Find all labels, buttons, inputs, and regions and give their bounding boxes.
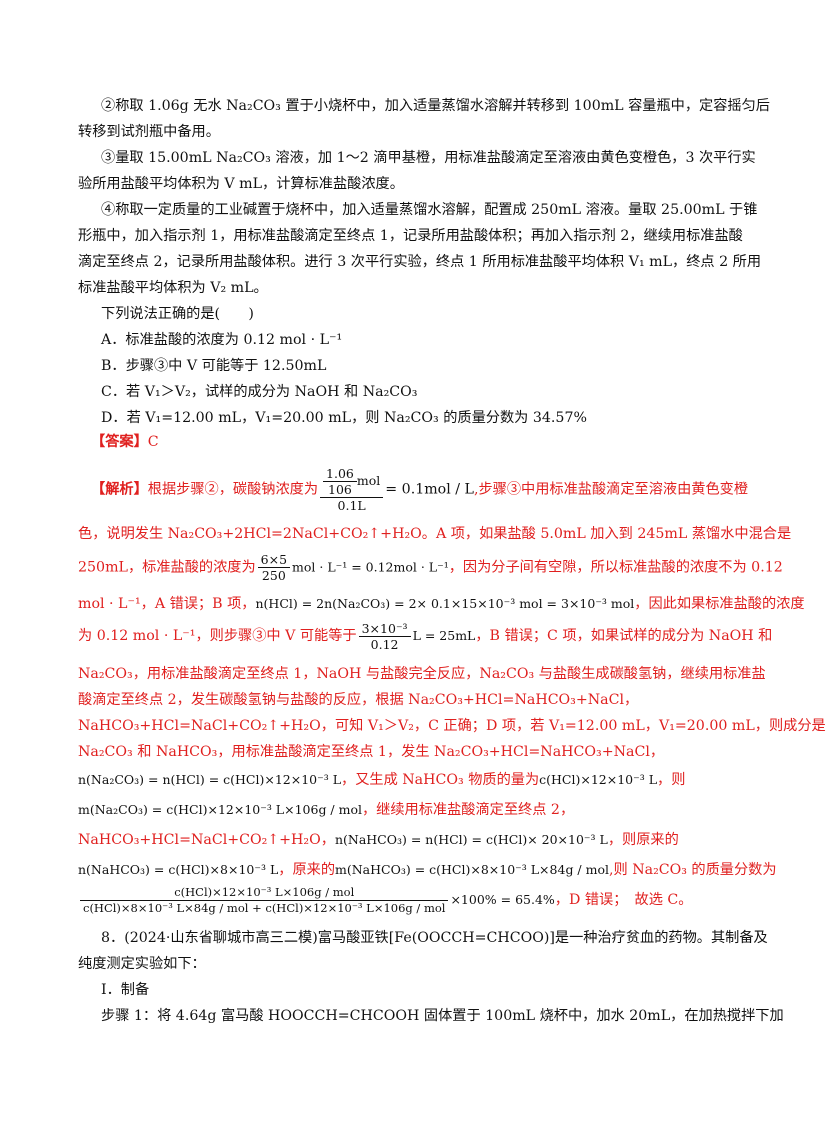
analysis-line10: n(Na₂CO₃) = n(HCl) = c(HCl)×12×10⁻³ L，又生…: [78, 770, 738, 790]
option-d: D．若 V₁=12.00 mL，V₁=20.00 mL，则 Na₂CO₃ 的质量…: [101, 410, 587, 426]
question8-step1: 步骤 1：将 4.64g 富马酸 HOOCCH=CHCOOH 固体置于 100m…: [101, 1008, 784, 1024]
fraction-den: c(HCl)×8×10⁻³ L×84g / mol + c(HCl)×12×10…: [83, 900, 446, 915]
fraction-den: 0.12: [370, 636, 399, 652]
analysis-text: ,则 Na₂CO₃ 的质量分数为: [608, 862, 777, 878]
step4-line4: 标准盐酸平均体积为 V₂ mL。: [78, 280, 268, 296]
answer-tag: 【答案】: [91, 434, 148, 450]
analysis-line6: Na₂CO₃，用标准盐酸滴定至终点 1，NaOH 与盐酸完全反应，Na₂CO₃ …: [78, 666, 766, 682]
math-expression: c(HCl)×12×10⁻³ L: [539, 772, 657, 787]
answer-line: 【答案】C: [91, 432, 751, 452]
analysis-line9: Na₂CO₃ 和 NaHCO₃，用标准盐酸滴定至终点 1，发生 Na₂CO₃+H…: [78, 744, 665, 760]
option-c: C．若 V₁＞V₂，试样的成分为 NaOH 和 Na₂CO₃: [101, 384, 418, 400]
analysis-text: 为 0.12 mol · L⁻¹，则步骤③中 V 可能等于: [78, 628, 357, 644]
math-result: ×100% = 65.4%: [450, 892, 555, 907]
math-result: L = 25mL: [412, 628, 476, 643]
fraction-den: 0.1L: [337, 498, 366, 513]
analysis-line12: NaHCO₃+HCl=NaCl+CO₂↑+H₂O，n(NaHCO₃) = n(H…: [78, 830, 738, 850]
math-result: = 0.1mol / L: [385, 481, 474, 498]
step3-line2: 验所用盐酸平均体积为 V mL，计算标准盐酸浓度。: [78, 176, 404, 192]
question8-line1: 8．(2024·山东省聊城市高三二模)富马酸亚铁[Fe(OOCCH=CHCOO)…: [101, 930, 768, 946]
analysis-text: ，原来的: [278, 862, 336, 878]
fraction-num: c(HCl)×12×10⁻³ L×106g / mol: [80, 885, 449, 901]
math-result: mol · L⁻¹ = 0.12mol · L⁻¹: [292, 559, 449, 575]
math-expression: m(NaHCO₃) = c(HCl)×8×10⁻³ L×84g / mol: [335, 862, 609, 877]
analysis-text: ，继续用标准盐酸滴定至终点 2，: [361, 802, 575, 818]
option-a: A．标准盐酸的浓度为 0.12 mol · L⁻¹: [101, 332, 343, 348]
analysis-tag: 【解析】: [91, 481, 148, 498]
step3-line1: ③量取 15.00mL Na₂CO₃ 溶液，加 1～2 滴甲基橙，用标准盐酸滴定…: [101, 150, 756, 166]
fraction-num-unit: mol: [356, 473, 381, 488]
question-stem: 下列说法正确的是( ): [101, 306, 254, 322]
analysis-text: 根据步骤②，碳酸钠浓度为: [147, 481, 319, 498]
document-page: ②称取 1.06g 无水 Na₂CO₃ 置于小烧杯中，加入适量蒸馏水溶解并转移到…: [78, 98, 826, 1024]
math-expression: n(HCl) = 2n(Na₂CO₃) = 2× 0.1×15×10⁻³ mol…: [255, 596, 635, 611]
analysis-text: ，因此如果标准盐酸的浓度: [634, 596, 805, 612]
analysis-text: mol · L⁻¹，A 错误；B 项，: [78, 596, 256, 612]
analysis-line4: mol · L⁻¹，A 错误；B 项，n(HCl) = 2n(Na₂CO₃) =…: [78, 594, 805, 614]
fraction-den: 250: [261, 568, 286, 583]
analysis-line8: NaHCO₃+HCl=NaCl+CO₂↑+H₂O，可知 V₁＞V₂，C 正确；D…: [78, 718, 826, 734]
fraction-num: 3×10⁻³: [358, 621, 411, 637]
analysis-text: ，D 错误； 故选 C。: [554, 892, 693, 908]
question8-section: I．制备: [101, 982, 150, 998]
analysis-line2: 色，说明发生 Na₂CO₃+2HCl=2NaCl+CO₂↑+H₂O。A 项，如果…: [78, 526, 792, 542]
analysis-line13: n(NaHCO₃) = c(HCl)×8×10⁻³ L，原来的m(NaHCO₃)…: [78, 860, 777, 880]
analysis-text: ，因为分子间有空隙，所以标准盐酸的浓度不为 0.12: [448, 559, 783, 576]
fraction-num-bottom: 106: [328, 482, 352, 497]
step2-line2: 转移到试剂瓶中备用。: [78, 124, 220, 140]
option-b: B．步骤③中 V 可能等于 12.50mL: [101, 358, 327, 374]
math-expression: m(Na₂CO₃) = c(HCl)×12×10⁻³ L×106g / mol: [78, 802, 362, 817]
analysis-text: ，则原来的: [607, 832, 679, 848]
analysis-line11: m(Na₂CO₃) = c(HCl)×12×10⁻³ L×106g / mol，…: [78, 800, 738, 820]
analysis-text: ，又生成 NaHCO₃ 物质的量为: [341, 772, 540, 788]
step4-line1: ④称取一定质量的工业碱置于烧杯中，加入适量蒸馏水溶解，配置成 250mL 溶液。…: [101, 202, 758, 218]
step4-line3: 滴定至终点 2，记录所用盐酸体积。进行 3 次平行实验，终点 1 所用标准盐酸平…: [78, 254, 762, 270]
fraction-num: 6×5: [257, 552, 291, 568]
analysis-text: ，则: [657, 772, 686, 788]
math-expression: n(NaHCO₃) = n(HCl) = c(HCl)× 20×10⁻³ L: [334, 832, 608, 847]
analysis-line7: 酸滴定至终点 2，发生碳酸氢钠与盐酸的反应，根据 Na₂CO₃+HCl=NaHC…: [78, 692, 639, 708]
question8-line2: 纯度测定实验如下：: [78, 956, 206, 972]
step2-line1: ②称取 1.06g 无水 Na₂CO₃ 置于小烧杯中，加入适量蒸馏水溶解并转移到…: [101, 98, 770, 114]
analysis-text: ,步骤③中用标准盐酸滴定至溶液由黄色变橙: [473, 481, 749, 498]
step4-line2: 形瓶中，加入指示剂 1，用标准盐酸滴定至终点 1，记录所用盐酸体积；再加入指示剂…: [78, 228, 743, 244]
analysis-text: 250mL，标准盐酸的浓度为: [78, 559, 256, 576]
analysis-text: ，B 错误；C 项，如果试样的成分为 NaOH 和: [475, 628, 773, 644]
math-expression: n(NaHCO₃) = c(HCl)×8×10⁻³ L: [78, 862, 279, 877]
fraction-num-top: 1.06: [323, 466, 357, 482]
answer-value: C: [147, 434, 159, 450]
math-expression: n(Na₂CO₃) = n(HCl) = c(HCl)×12×10⁻³ L: [78, 772, 341, 787]
analysis-text: NaHCO₃+HCl=NaCl+CO₂↑+H₂O，: [78, 832, 335, 848]
